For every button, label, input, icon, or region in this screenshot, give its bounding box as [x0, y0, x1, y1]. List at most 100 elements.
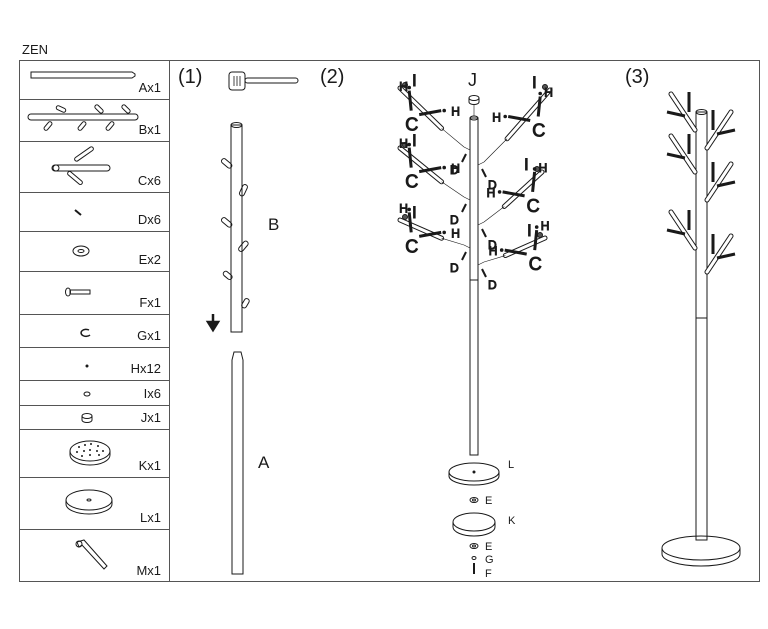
callout-d: D: [450, 261, 459, 275]
base-plate-icon: [69, 440, 111, 466]
top-cap-icon: [81, 413, 93, 423]
stack-label-e1: E: [485, 495, 492, 507]
part-row-g: Gx1: [19, 315, 169, 348]
callout-i: I: [532, 73, 537, 92]
part-row-j: Jx1: [19, 406, 169, 430]
arrow-down-icon: [205, 314, 221, 333]
mallet-icon: [228, 71, 299, 91]
callout-c: C: [405, 172, 418, 192]
part-label-b: Bx1: [138, 122, 161, 137]
document-title: ZEN: [22, 42, 48, 57]
stack-label-f: F: [485, 568, 492, 580]
part-label-a: Ax1: [138, 80, 161, 95]
callout-h: H: [492, 111, 501, 125]
callout-h: H: [539, 161, 548, 175]
washer-icon: [72, 245, 90, 257]
callout-c: C: [527, 196, 540, 216]
part-label-f: Fx1: [139, 295, 161, 310]
part-row-k: Kx1: [19, 430, 169, 478]
step-2-label: (2): [320, 66, 345, 88]
stack-label-l: L: [508, 459, 514, 471]
assembled-branch: [666, 209, 698, 251]
callout-d: D: [488, 238, 497, 252]
instruction-frame: [19, 60, 760, 582]
callout-h: H: [451, 162, 460, 176]
spring-washer-icon: [80, 328, 91, 338]
part-label-k: Kx1: [138, 458, 161, 473]
assembled-branch: [666, 133, 698, 175]
assembled-branch: [704, 109, 736, 151]
exploded-pole: [468, 95, 480, 456]
part-label-l: Lx1: [140, 510, 161, 525]
pole-b-drawing: [220, 122, 250, 333]
part-row-h: Hx12: [19, 348, 169, 381]
exploded-base-stack: [448, 462, 500, 574]
parts-list: Ax1 Bx1 Cx6: [19, 60, 170, 582]
callout-h: H: [399, 201, 408, 215]
end-cap-icon: [83, 391, 91, 397]
part-label-i: Ix6: [143, 386, 161, 401]
part-label-e: Ex2: [138, 252, 161, 267]
part-row-l: Lx1: [19, 478, 169, 530]
part-label-g: Gx1: [137, 328, 161, 343]
stack-label-g: G: [485, 554, 494, 566]
part-row-m: Mx1: [19, 530, 169, 582]
part-row-a: Ax1: [19, 60, 169, 100]
pole-top-icon: [27, 104, 139, 131]
assembled-tree: [661, 91, 741, 567]
step-3-label: (3): [625, 66, 650, 88]
part-row-i: Ix6: [19, 381, 169, 406]
step-1-label: (1): [178, 66, 203, 88]
stack-label-e2: E: [485, 541, 492, 553]
callout-i: I: [412, 203, 417, 222]
callout-c: C: [405, 236, 418, 256]
callout-h: H: [451, 226, 460, 240]
callout-c: C: [529, 254, 542, 274]
allen-key-icon: [75, 539, 108, 570]
branch-hook-icon: [51, 146, 111, 185]
callout-h: H: [544, 86, 553, 100]
stack-label-k: K: [508, 515, 516, 527]
callout-h: H: [487, 186, 496, 200]
callout-h: H: [489, 244, 498, 258]
pole-a-drawing: [231, 351, 244, 575]
part-label-h: Hx12: [130, 361, 161, 376]
part-label-j: Jx1: [140, 410, 161, 425]
part-label-m: Mx1: [136, 563, 161, 578]
callout-i: I: [412, 131, 417, 150]
screw-icon: [74, 209, 82, 216]
callout-d: D: [488, 178, 497, 192]
callout-d: D: [488, 278, 497, 292]
part-a-callout: A: [258, 453, 270, 472]
part-row-d: Dx6: [19, 193, 169, 232]
callout-c: C: [532, 121, 545, 141]
callout-d: D: [450, 163, 459, 177]
small-cap-icon: [85, 364, 89, 368]
assembled-branch: [704, 233, 736, 275]
callout-d: D: [450, 213, 459, 227]
part-row-b: Bx1: [19, 100, 169, 142]
callout-h: H: [399, 137, 408, 151]
part-label-c: Cx6: [137, 173, 161, 188]
callout-c: C: [405, 115, 418, 135]
callout-i: I: [412, 71, 417, 90]
part-label-d: Dx6: [137, 212, 161, 227]
callout-h: H: [399, 80, 408, 94]
part-row-c: Cx6: [19, 142, 169, 193]
callout-h: H: [541, 219, 550, 233]
pole-bottom-icon: [30, 71, 136, 79]
base-disc-icon: [65, 489, 113, 515]
part-row-e: Ex2: [19, 232, 169, 272]
assembled-branch: [704, 161, 736, 203]
part-b-callout: B: [268, 215, 279, 234]
part-row-f: Fx1: [19, 272, 169, 315]
bolt-icon: [65, 287, 91, 297]
